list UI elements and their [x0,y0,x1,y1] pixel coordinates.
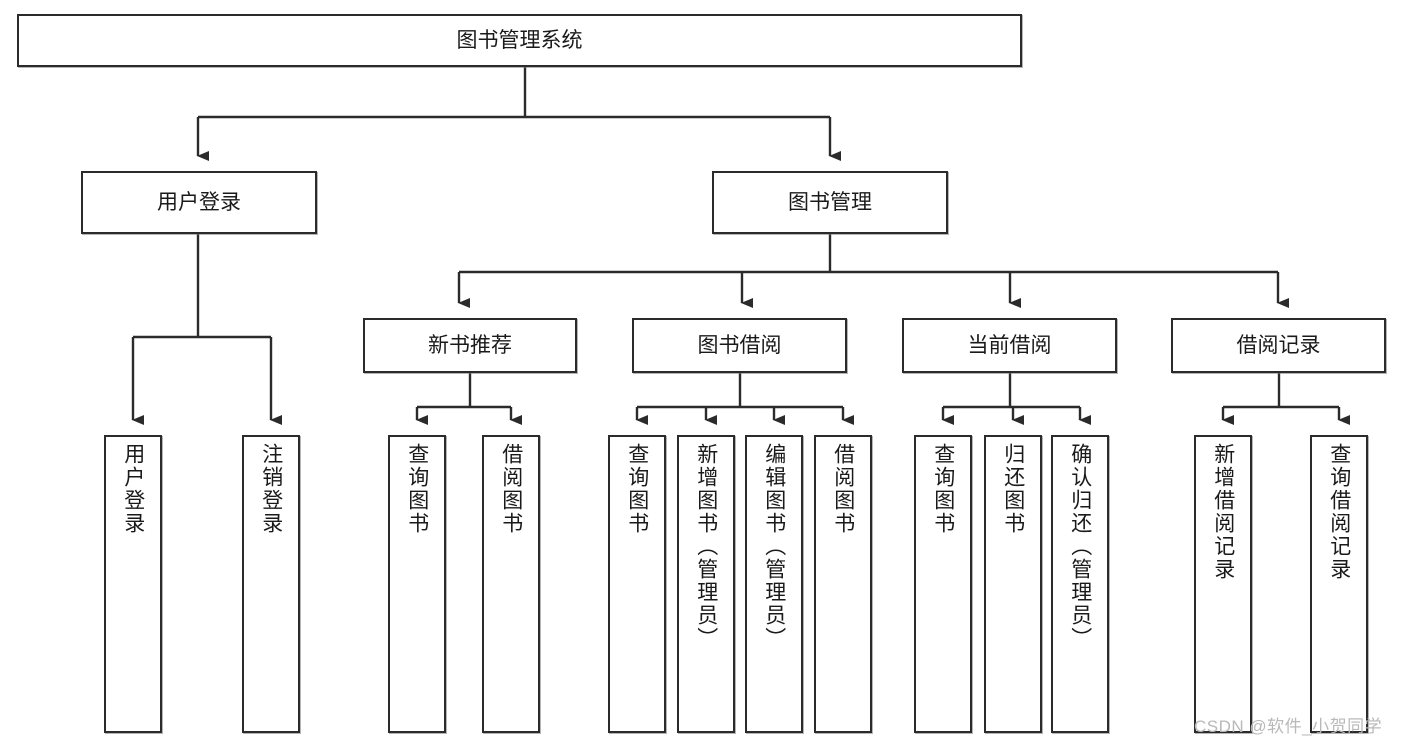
node-leaf2[interactable]: 注销登录 [242,435,300,733]
node-leaf7[interactable]: 编辑图书（管理员） [745,435,803,733]
node-leaf4[interactable]: 借阅图书 [482,435,540,733]
node-leaf13[interactable]: 查询借阅记录 [1310,435,1368,733]
node-label: 借阅图书 [499,443,523,535]
node-label: 编辑图书（管理员） [762,443,786,650]
node-label: 新增借阅记录 [1211,443,1235,581]
node-label: 查询图书 [405,443,429,535]
node-label: 查询图书 [625,443,649,535]
node-label: 查询借阅记录 [1327,443,1351,581]
node-label: 新增图书（管理员） [694,443,718,650]
node-label: 当前借阅 [967,333,1052,357]
node-label: 用户登录 [157,190,241,214]
node-label: 借阅图书 [831,443,855,535]
node-label: 用户登录 [121,443,145,535]
node-bookmgmt[interactable]: 图书管理 [712,171,948,234]
node-leaf9[interactable]: 查询图书 [914,435,972,733]
node-leaf5[interactable]: 查询图书 [608,435,666,733]
node-label: 图书管理 [788,190,872,214]
node-label: 图书借阅 [697,333,782,357]
node-leaf3[interactable]: 查询图书 [388,435,446,733]
node-newbook[interactable]: 新书推荐 [363,318,577,373]
node-current[interactable]: 当前借阅 [902,318,1117,373]
node-leaf10[interactable]: 归还图书 [984,435,1042,733]
node-leaf1[interactable]: 用户登录 [104,435,162,733]
node-leaf8[interactable]: 借阅图书 [814,435,872,733]
node-records[interactable]: 借阅记录 [1171,318,1386,373]
node-login[interactable]: 用户登录 [81,171,317,234]
node-label: 归还图书 [1001,443,1025,535]
node-label: 图书管理系统 [456,28,583,52]
node-label: 新书推荐 [428,333,512,357]
node-label: 注销登录 [259,443,283,535]
node-label: 查询图书 [931,443,955,535]
edge-paths [131,67,1350,425]
node-leaf6[interactable]: 新增图书（管理员） [677,435,735,733]
node-label: 确认归还（管理员） [1068,443,1092,650]
node-label: 借阅记录 [1236,333,1321,357]
node-leaf12[interactable]: 新增借阅记录 [1194,435,1252,733]
node-borrow[interactable]: 图书借阅 [632,318,847,373]
node-leaf11[interactable]: 确认归还（管理员） [1051,435,1109,733]
node-root[interactable]: 图书管理系统 [17,14,1022,67]
